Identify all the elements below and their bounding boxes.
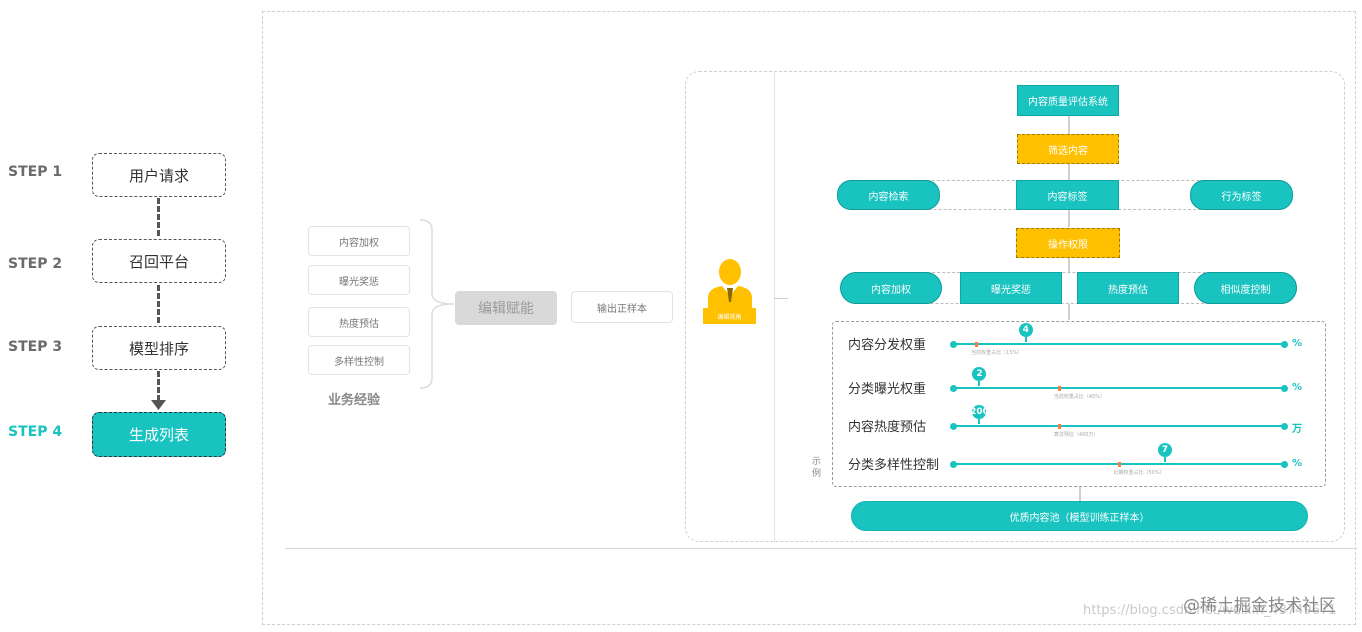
- slider-marker-stem: [978, 381, 981, 386]
- slider-hint: 当前权重占比（40%）: [1053, 394, 1106, 400]
- watermark-brand: @稀土掘金技术社区: [1183, 596, 1336, 616]
- slider-start-dot: [950, 340, 957, 348]
- slider-hint: 当前权重占比（15%）: [971, 350, 1023, 356]
- slider-start-dot: [950, 460, 957, 468]
- step-connector: [157, 198, 160, 236]
- control-box: 曝光奖惩: [960, 272, 1062, 304]
- slider-label: 内容热度预估: [848, 420, 927, 435]
- content-tag-box: 内容标签: [1016, 180, 1119, 210]
- brace-icon: [419, 219, 455, 389]
- control-box: 热度预估: [1077, 272, 1179, 304]
- flow-arrow: [1068, 116, 1070, 134]
- example-frame: [832, 321, 1326, 487]
- slider-track: [953, 387, 1284, 389]
- slider-reference-tick: [1057, 385, 1061, 391]
- slider-marker: 7: [1157, 443, 1172, 457]
- slider-reference-tick: [1117, 461, 1121, 467]
- slider-marker-stem: [978, 419, 981, 424]
- slider-track: [953, 343, 1284, 345]
- quality-pool-pill: 优质内容池（模型训练正样本）: [851, 501, 1308, 531]
- step-3-label: STEP 3: [8, 339, 63, 355]
- flow-arrow: [1068, 210, 1070, 227]
- step-1-box: 用户请求: [92, 153, 226, 197]
- slider-label: 分类曝光权重: [848, 382, 927, 397]
- panel-connector: [774, 298, 788, 299]
- example-label: 示 例: [812, 457, 822, 479]
- slider-unit: %: [1292, 382, 1303, 393]
- slider-reference-tick: [1057, 423, 1061, 429]
- control-pill: 相似度控制: [1194, 272, 1297, 304]
- business-item: 热度预估: [308, 307, 410, 337]
- step-4-box: 生成列表: [92, 412, 226, 457]
- slider-marker-stem: [1024, 337, 1027, 342]
- step-connector: [157, 371, 160, 401]
- slider-hint: 近期权重占比（50%）: [1113, 470, 1165, 476]
- business-item: 曝光奖惩: [308, 265, 410, 295]
- editor-panel: [685, 71, 1345, 542]
- step-3-box: 模型排序: [92, 326, 226, 370]
- slider-hint: 算法预估（400万）: [1053, 432, 1099, 438]
- content-search-pill: 内容检索: [837, 180, 940, 210]
- editor-avatar-icon: [708, 259, 752, 308]
- slider-end-dot: [1281, 340, 1288, 348]
- watermark-url: https://blog.csdn.net/weixin_43749671: [1083, 603, 1337, 618]
- slider-start-dot: [950, 384, 957, 392]
- step-1-label: STEP 1: [8, 164, 63, 180]
- flow-arrow: [1068, 258, 1070, 272]
- slider-marker: 2: [972, 367, 987, 381]
- slider-unit: 万: [1292, 424, 1302, 435]
- step-2-box: 召回平台: [92, 239, 226, 283]
- slider-end-dot: [1281, 384, 1288, 392]
- divider: [285, 548, 1357, 549]
- step-4-label: STEP 4: [8, 424, 63, 440]
- slider-reference-tick: [975, 341, 979, 347]
- editor-empower-box: 编辑赋能: [455, 291, 557, 325]
- arrow-down-icon: [151, 400, 166, 410]
- flow-arrow: [1068, 164, 1070, 180]
- filter-content-box: 筛选内容: [1017, 134, 1119, 164]
- slider-marker-stem: [1163, 457, 1166, 462]
- flow-arrow: [1068, 304, 1070, 320]
- output-sample-box: 输出正样本: [571, 291, 673, 323]
- quality-system-box: 内容质量评估系统: [1017, 85, 1119, 116]
- flow-arrow: [1079, 487, 1081, 501]
- slider-start-dot: [950, 422, 957, 430]
- business-item: 内容加权: [308, 226, 410, 256]
- step-connector: [157, 285, 160, 323]
- outer-frame: [262, 11, 1356, 625]
- business-item: 多样性控制: [308, 345, 410, 375]
- slider-marker: 4: [1018, 323, 1033, 337]
- slider-end-dot: [1281, 422, 1288, 430]
- business-caption: 业务经验: [328, 393, 381, 408]
- panel-divider: [774, 72, 775, 542]
- editor-role-badge: 编辑视角: [703, 308, 756, 324]
- slider-end-dot: [1281, 460, 1288, 468]
- slider-marker: 200: [970, 405, 989, 419]
- behavior-tag-pill: 行为标签: [1190, 180, 1293, 210]
- slider-unit: %: [1292, 338, 1303, 349]
- slider-unit: %: [1292, 458, 1303, 469]
- slider-label: 内容分发权重: [848, 338, 927, 353]
- slider-track: [953, 425, 1284, 427]
- control-pill: 内容加权: [840, 272, 942, 304]
- permission-box: 操作权限: [1016, 228, 1120, 258]
- step-2-label: STEP 2: [8, 256, 63, 272]
- slider-label: 分类多样性控制: [848, 458, 940, 473]
